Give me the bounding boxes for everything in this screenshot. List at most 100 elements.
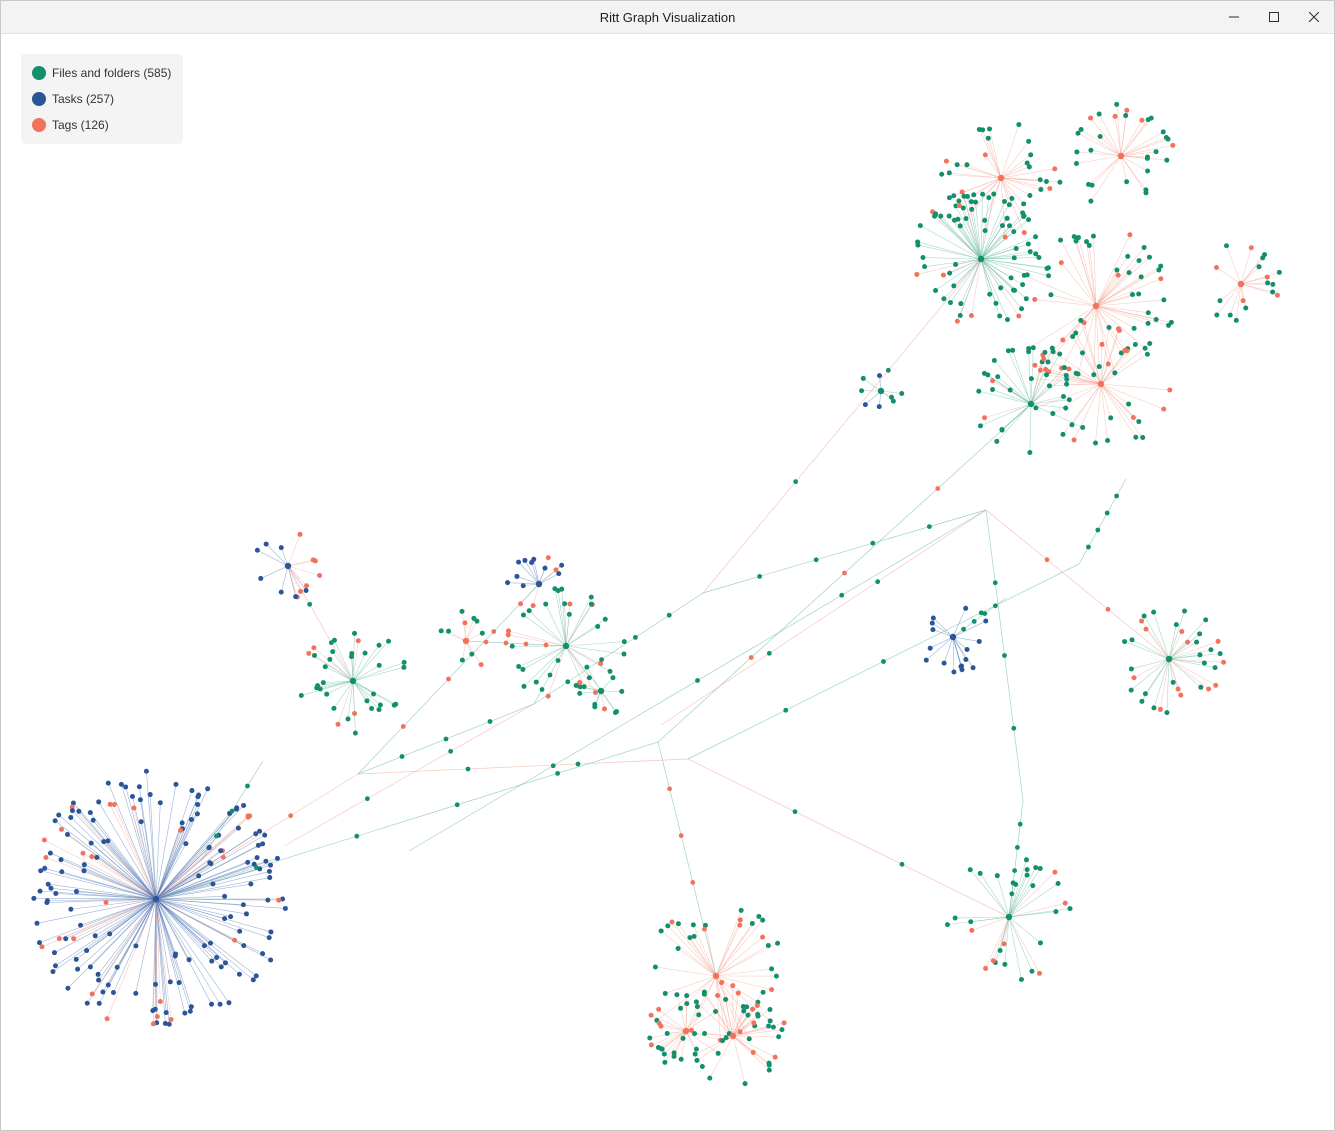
file-node[interactable]	[1156, 267, 1162, 273]
tag-node[interactable]	[298, 588, 304, 594]
file-node[interactable]	[1020, 282, 1026, 288]
tag-node[interactable]	[150, 1021, 156, 1027]
file-node[interactable]	[695, 678, 700, 683]
file-node[interactable]	[1063, 405, 1069, 411]
task-node[interactable]	[208, 940, 214, 946]
file-node[interactable]	[1017, 821, 1023, 827]
file-node[interactable]	[1182, 608, 1188, 614]
file-node[interactable]	[533, 679, 539, 685]
file-node[interactable]	[1173, 622, 1179, 628]
task-node[interactable]	[284, 562, 292, 570]
file-node[interactable]	[860, 375, 866, 381]
file-node[interactable]	[915, 239, 921, 245]
task-node[interactable]	[84, 948, 90, 954]
tag-node[interactable]	[400, 724, 406, 729]
tag-node[interactable]	[1167, 387, 1173, 393]
file-node[interactable]	[1005, 348, 1011, 354]
file-node[interactable]	[298, 692, 304, 698]
file-node[interactable]	[1060, 431, 1066, 437]
file-node[interactable]	[1027, 249, 1033, 255]
tag-node[interactable]	[288, 813, 294, 819]
file-node[interactable]	[740, 1003, 746, 1009]
file-node[interactable]	[690, 922, 696, 928]
tag-node[interactable]	[1130, 415, 1136, 421]
file-node[interactable]	[720, 1038, 726, 1044]
task-node[interactable]	[94, 854, 100, 860]
tag-node[interactable]	[1088, 115, 1094, 121]
file-node[interactable]	[678, 1005, 684, 1011]
tag-node[interactable]	[1117, 152, 1125, 160]
file-node[interactable]	[330, 649, 336, 655]
task-node[interactable]	[51, 950, 57, 956]
file-node[interactable]	[364, 796, 370, 802]
file-node[interactable]	[1030, 883, 1036, 889]
file-node[interactable]	[946, 195, 952, 201]
file-node[interactable]	[1057, 351, 1063, 357]
file-node[interactable]	[995, 374, 1001, 380]
file-node[interactable]	[993, 300, 999, 306]
tag-node[interactable]	[914, 271, 920, 277]
file-node[interactable]	[693, 999, 699, 1005]
file-node[interactable]	[661, 1051, 667, 1057]
file-node[interactable]	[1089, 182, 1095, 188]
legend-item-tags[interactable]: Tags (126)	[21, 112, 183, 138]
tag-node[interactable]	[1001, 941, 1007, 947]
file-node[interactable]	[1212, 665, 1218, 671]
file-node[interactable]	[687, 935, 693, 941]
task-node[interactable]	[133, 943, 139, 949]
file-node[interactable]	[982, 228, 988, 234]
file-node[interactable]	[610, 675, 616, 681]
file-node[interactable]	[454, 802, 460, 808]
file-node[interactable]	[1122, 639, 1128, 645]
file-node[interactable]	[1123, 113, 1129, 119]
tag-node[interactable]	[954, 318, 960, 324]
task-node[interactable]	[929, 620, 935, 626]
file-node[interactable]	[662, 1059, 668, 1065]
file-node[interactable]	[1165, 655, 1173, 663]
tag-node[interactable]	[1143, 626, 1149, 632]
file-node[interactable]	[899, 391, 905, 397]
task-node[interactable]	[254, 855, 260, 861]
file-node[interactable]	[1023, 296, 1029, 302]
task-node[interactable]	[76, 808, 82, 814]
task-node[interactable]	[559, 562, 565, 568]
file-node[interactable]	[1009, 195, 1015, 201]
file-node[interactable]	[742, 1081, 748, 1087]
task-node[interactable]	[210, 881, 216, 887]
file-node[interactable]	[1198, 684, 1204, 690]
tag-node[interactable]	[997, 174, 1005, 182]
task-node[interactable]	[262, 832, 268, 838]
task-node[interactable]	[63, 936, 69, 942]
file-node[interactable]	[775, 940, 781, 946]
tag-node[interactable]	[669, 919, 675, 925]
task-node[interactable]	[862, 402, 868, 408]
file-node[interactable]	[991, 191, 997, 197]
file-node[interactable]	[989, 387, 995, 393]
tag-node[interactable]	[157, 998, 163, 1004]
file-node[interactable]	[581, 684, 587, 690]
file-node[interactable]	[1018, 977, 1024, 983]
task-node[interactable]	[34, 920, 40, 926]
graph-canvas[interactable]	[1, 34, 1334, 1130]
file-node[interactable]	[592, 704, 598, 710]
tag-node[interactable]	[543, 642, 549, 648]
file-node[interactable]	[946, 213, 952, 219]
file-node[interactable]	[364, 698, 370, 704]
file-node[interactable]	[920, 255, 926, 261]
tag-node[interactable]	[545, 693, 551, 699]
task-node[interactable]	[188, 1004, 194, 1010]
file-node[interactable]	[1142, 691, 1148, 697]
tag-node[interactable]	[1158, 276, 1164, 282]
file-node[interactable]	[755, 1011, 761, 1017]
file-node[interactable]	[899, 861, 905, 867]
tag-node[interactable]	[1240, 298, 1246, 304]
file-node[interactable]	[766, 1060, 772, 1066]
file-node[interactable]	[1005, 317, 1011, 323]
file-node[interactable]	[1027, 192, 1033, 198]
file-node[interactable]	[566, 611, 572, 617]
tag-node[interactable]	[1175, 686, 1181, 692]
file-node[interactable]	[588, 594, 594, 600]
file-node[interactable]	[770, 1024, 776, 1030]
file-node[interactable]	[1070, 334, 1076, 340]
file-node[interactable]	[1024, 867, 1030, 873]
